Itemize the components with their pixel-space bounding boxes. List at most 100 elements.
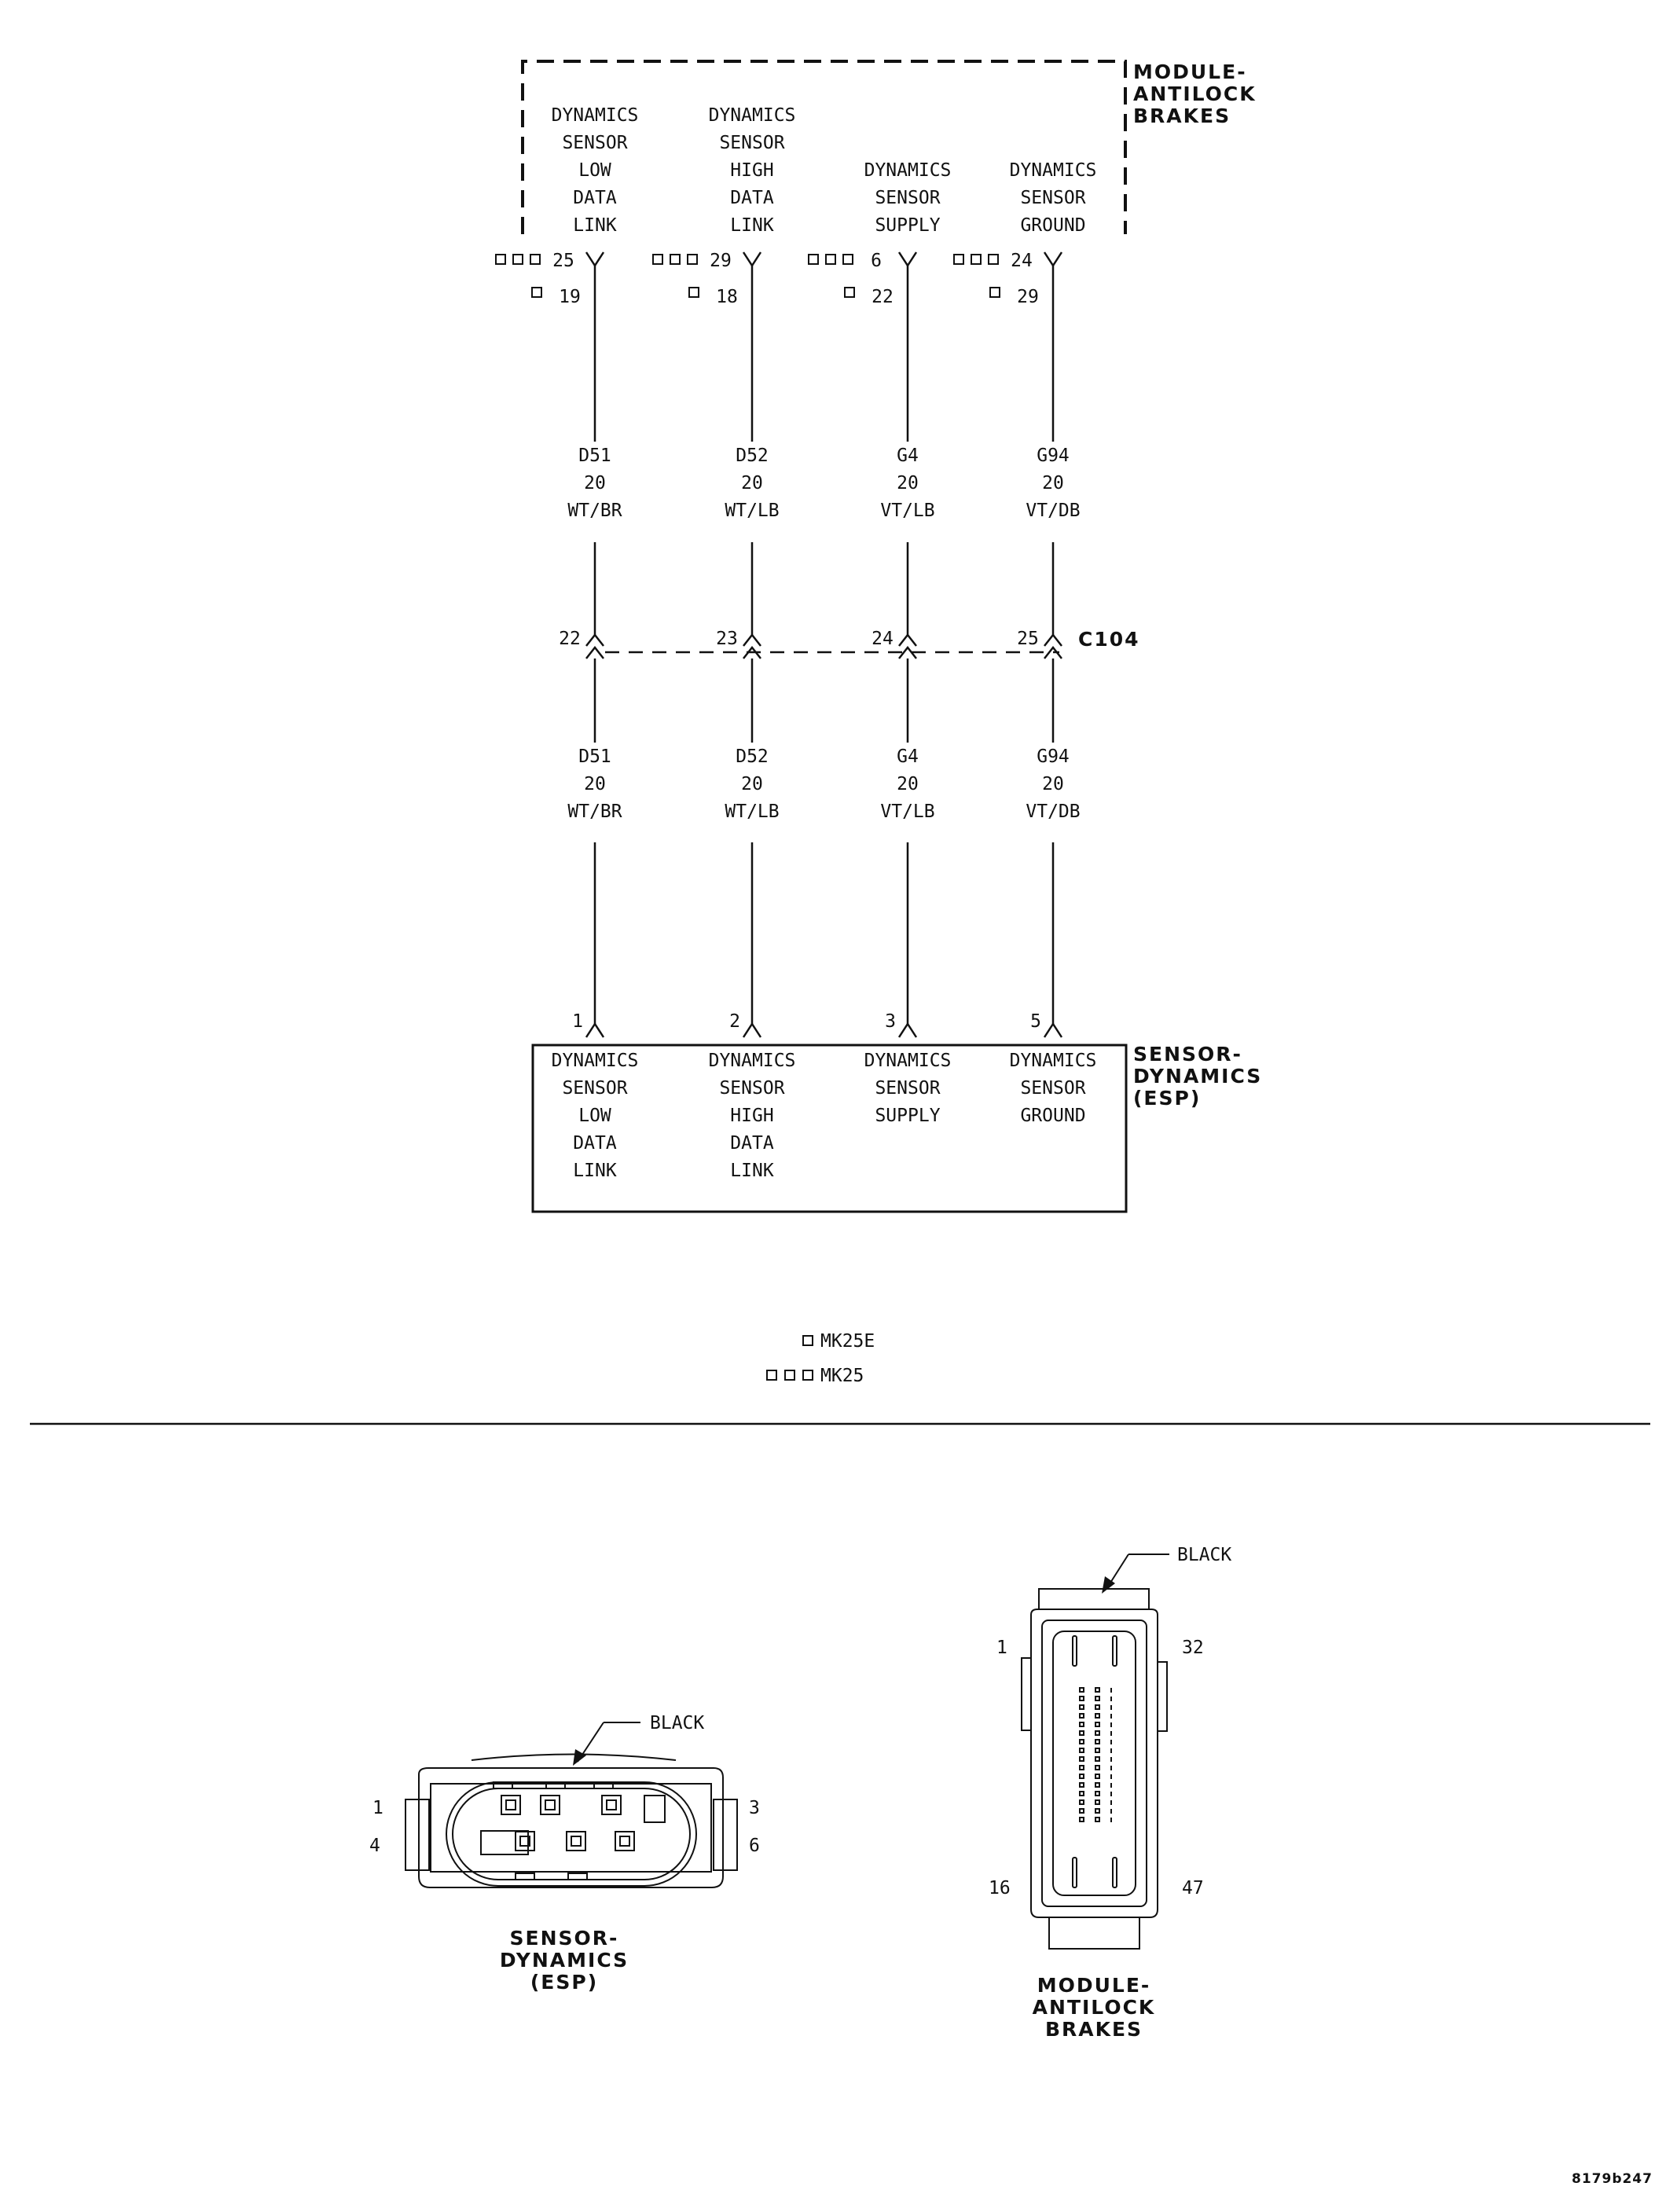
abs-terminal-cavity (1095, 1739, 1100, 1744)
c104-pin-number: 23 (716, 629, 738, 649)
abs-terminal-symbol (1043, 251, 1063, 268)
sensor-connector-right-latch (713, 1799, 738, 1871)
abs-pin-name-line: SENSOR (719, 133, 784, 153)
abs-connector-title-line: BRAKES (1045, 2018, 1143, 2041)
abs-terminal-cavity (1079, 1722, 1084, 1727)
mk25-variant-square (953, 254, 964, 265)
wire-label-upper: D52 (736, 446, 769, 466)
wire-label-upper: G94 (1037, 446, 1070, 466)
sensor-connector-title: SENSOR-DYNAMICS(ESP) (500, 1927, 627, 1994)
c104-pin-number: 25 (1017, 629, 1039, 649)
sensor-connector-left-latch (405, 1799, 430, 1871)
abs-pin-name-line: HIGH (730, 160, 773, 181)
abs-module-pins: DYNAMICSSENSORLOWDATALINK2519DYNAMICSSEN… (495, 105, 1097, 307)
abs-connector-pin-label-32: 32 (1182, 1638, 1204, 1658)
abs-terminal-cavity (1079, 1791, 1084, 1796)
wire-label-lower: WT/BR (567, 802, 622, 822)
mk25e-variant-square (688, 287, 699, 298)
abs-terminal-cavity (1079, 1756, 1084, 1762)
abs-pin-name-line: DYNAMICS (709, 105, 796, 126)
abs-terminal-cavity (1095, 1748, 1100, 1753)
wire-label-upper: WT/BR (567, 501, 622, 521)
abs-terminal-cavity (1079, 1696, 1084, 1701)
wires: D5120WT/BR22D5120WT/BRD5220WT/LB23D5220W… (559, 266, 1081, 1038)
abs-terminal-cavity (1095, 1808, 1100, 1814)
sensor-terminal-tab (593, 1781, 614, 1789)
mk25-variant-square (512, 254, 523, 265)
abs-connector-right-rib (1157, 1661, 1168, 1732)
abs-terminal-cavity (1095, 1774, 1100, 1779)
abs-pin-name-line: SENSOR (1020, 188, 1085, 208)
sensor-terminal-pin (505, 1799, 516, 1810)
abs-pin-name-line: DYNAMICS (1010, 160, 1097, 181)
abs-pin-number-mk25: 25 (552, 251, 574, 271)
sensor-terminal-tab (567, 1873, 588, 1880)
mk25-variant-square (530, 254, 541, 265)
sensor-connector-color: BLACK (650, 1713, 704, 1733)
legend-single-text: MK25E (820, 1331, 875, 1352)
abs-pin-number-mk25: 29 (710, 251, 732, 271)
sensor-terminal-symbol (1043, 1022, 1063, 1038)
c104-label: C104 (1078, 628, 1140, 651)
sensor-pin-name-line: DYNAMICS (552, 1051, 639, 1071)
abs-connector-outer-shell (1030, 1609, 1158, 1918)
abs-pin-name-line: GROUND (1020, 215, 1085, 236)
sensor-box (531, 1044, 1128, 1213)
sensor-terminal-symbol (742, 1022, 762, 1038)
abs-terminal-cavity (1079, 1774, 1084, 1779)
sensor-terminal-pin (545, 1799, 556, 1810)
sensor-connector-key-right (644, 1795, 666, 1823)
abs-power-terminal (1112, 1635, 1117, 1667)
abs-pin-number-mk25e: 29 (1017, 287, 1039, 307)
wire-label-upper: VT/LB (880, 501, 934, 521)
sensor-pin-name-line: GROUND (1020, 1106, 1085, 1126)
wire-label-lower: VT/LB (880, 802, 934, 822)
sensor-terminal-tab (545, 1781, 566, 1789)
abs-pin-number-mk25: 24 (1011, 251, 1033, 271)
abs-terminal-cavity (1095, 1687, 1100, 1693)
abs-connector-cavity (1052, 1631, 1136, 1896)
abs-terminal-cavity (1079, 1739, 1084, 1744)
wire-label-lower: WT/LB (725, 802, 779, 822)
mk25e-variant-square (844, 287, 855, 298)
sensor-pin-name-line: SENSOR (719, 1078, 784, 1099)
wire-label-lower: G94 (1037, 747, 1070, 767)
wire-label-upper: VT/DB (1026, 501, 1080, 521)
sensor-pin-name-line: DYNAMICS (1010, 1051, 1097, 1071)
abs-terminal-cavity (1079, 1782, 1084, 1788)
sensor-pin-number: 5 (1030, 1011, 1041, 1032)
wire-label-lower: 20 (584, 774, 606, 794)
wire-label-upper: 20 (741, 473, 763, 493)
abs-pin-name-line: SENSOR (562, 133, 627, 153)
abs-terminal-cavity (1079, 1808, 1084, 1814)
sensor-connector-pin-label-4: 4 (369, 1836, 380, 1856)
abs-pin-number-mk25e: 22 (872, 287, 894, 307)
abs-module-label-line: MODULE- (1133, 61, 1247, 83)
abs-terminal-cavity (1095, 1791, 1100, 1796)
wire-label-lower: VT/DB (1026, 802, 1080, 822)
sensor-pin-name-line: DYNAMICS (709, 1051, 796, 1071)
legend-single-square (802, 1335, 813, 1346)
wire-label-lower: 20 (1042, 774, 1064, 794)
abs-module-label-line: ANTILOCK (1133, 83, 1257, 105)
legend: MK25E MK25 (766, 1331, 875, 1386)
wire-label-lower: D51 (578, 747, 611, 767)
abs-power-terminal (1072, 1857, 1077, 1888)
wire-label-lower: 20 (741, 774, 763, 794)
wire-label-upper: 20 (1042, 473, 1064, 493)
sensor-pin-name-line: LINK (573, 1161, 617, 1181)
mk25-variant-square (652, 254, 663, 265)
abs-pin-name-line: SENSOR (875, 188, 940, 208)
c104-female-terminal (585, 633, 604, 647)
abs-terminal-cavity (1079, 1765, 1084, 1770)
mk25-variant-square (971, 254, 982, 265)
mk25-variant-square (687, 254, 698, 265)
sensor-terminal-cavity (601, 1795, 622, 1815)
sensor-terminal-pin (571, 1836, 582, 1847)
abs-terminal-cavity (1079, 1799, 1084, 1805)
sensor-pin-name-line: LOW (578, 1106, 611, 1126)
abs-connector-color: BLACK (1177, 1545, 1231, 1565)
mk25-variant-square (670, 254, 681, 265)
